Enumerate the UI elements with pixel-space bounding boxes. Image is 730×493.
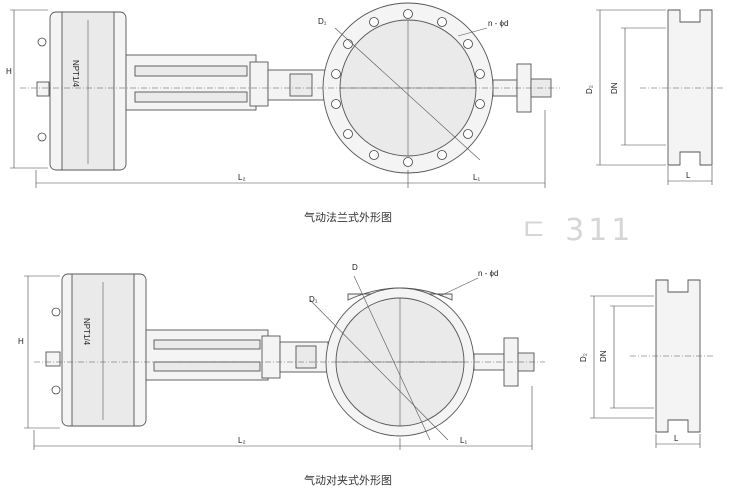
bolt-hole	[343, 39, 353, 49]
top-valve-flange	[322, 2, 494, 174]
bottom-side-l-label: L	[674, 434, 679, 443]
bottom-diameter-line-2	[353, 275, 431, 441]
bottom-d1-label: D₁	[309, 295, 318, 304]
top-d1-label: D₁	[318, 17, 327, 26]
bottom-npt-label: NPT1/4	[82, 318, 91, 346]
bottom-dn-label: DN	[599, 350, 608, 362]
bolt-hole	[331, 99, 341, 109]
top-side-view: D₂ DN L	[585, 9, 725, 185]
bottom-yoke-rail-upper	[153, 339, 261, 350]
top-yoke-coupler	[249, 61, 269, 107]
top-dimensions: H L₂ L₁ D₁ n - ϕd	[6, 9, 546, 188]
bottom-valve-body	[309, 275, 479, 441]
top-l1-label: L₁	[473, 173, 480, 182]
top-actuator-knob-upper	[37, 37, 47, 47]
bolt-hole	[463, 129, 473, 139]
bottom-actuator-knob-lower	[51, 385, 61, 395]
top-l2-label: L₂	[238, 173, 246, 182]
bottom-nphid-label: n - ϕd	[478, 269, 499, 278]
top-yoke-rail-upper	[134, 65, 248, 77]
bottom-l2-label: L₂	[238, 436, 246, 445]
bottom-yoke	[145, 329, 329, 381]
top-actuator-knob-lower	[37, 132, 47, 142]
bottom-d2-label: D₂	[579, 353, 588, 362]
bolt-hole	[343, 129, 353, 139]
top-side-l-label: L	[686, 171, 691, 180]
bottom-top-lug	[347, 287, 453, 301]
bolt-hole	[463, 39, 473, 49]
bottom-wafer-valve: NPT1/4 H	[18, 263, 715, 487]
top-nphid-label: n - ϕd	[488, 19, 509, 28]
top-flange-valve: NPT1/4	[6, 2, 725, 248]
top-bolt-holes	[331, 9, 485, 167]
bolt-hole	[331, 69, 341, 79]
bottom-actuator: NPT1/4	[45, 273, 147, 427]
bottom-l1-label: L₁	[460, 436, 467, 445]
bottom-h-label: H	[18, 337, 24, 346]
bottom-actuator-port	[45, 351, 61, 367]
watermark: ㄷ 311	[520, 213, 634, 248]
bottom-d-label: D	[352, 263, 358, 272]
bottom-actuator-knob-upper	[51, 307, 61, 317]
bottom-side-view: D₂ DN L	[579, 279, 715, 448]
bottom-caption: 气动对夹式外形图	[304, 473, 392, 487]
bottom-diameter-line-1	[309, 299, 449, 441]
top-dn-label: DN	[610, 82, 619, 94]
bottom-yoke-rail-lower	[153, 361, 261, 372]
bottom-stem-block	[295, 345, 317, 369]
top-d2-label: D₂	[585, 85, 594, 94]
bottom-yoke-coupler	[261, 335, 281, 379]
top-caption: 气动法兰式外形图	[304, 210, 392, 224]
bolt-hole	[437, 150, 447, 160]
top-bolt-leader	[457, 27, 488, 37]
top-yoke-rail-lower	[134, 91, 248, 103]
bolt-hole	[437, 17, 447, 27]
bolt-hole	[369, 17, 379, 27]
top-h-label: H	[6, 67, 12, 76]
top-actuator: NPT1/4	[36, 11, 127, 171]
top-diameter-line	[334, 27, 481, 161]
top-stem-block	[289, 73, 313, 97]
top-actuator-port	[36, 81, 50, 97]
bolt-hole	[369, 150, 379, 160]
bottom-bolt-leader	[439, 277, 479, 297]
bottom-yoke-frame	[145, 329, 269, 381]
bottom-dimensions: H L₂ L₁ D D₁ n - ϕd	[18, 263, 533, 450]
bolt-hole	[403, 9, 413, 19]
top-yoke	[125, 54, 331, 111]
top-npt-label: NPT1/4	[71, 60, 80, 88]
bolt-hole	[475, 99, 485, 109]
bolt-hole	[475, 69, 485, 79]
top-side-body	[667, 9, 713, 166]
bolt-hole	[403, 157, 413, 167]
